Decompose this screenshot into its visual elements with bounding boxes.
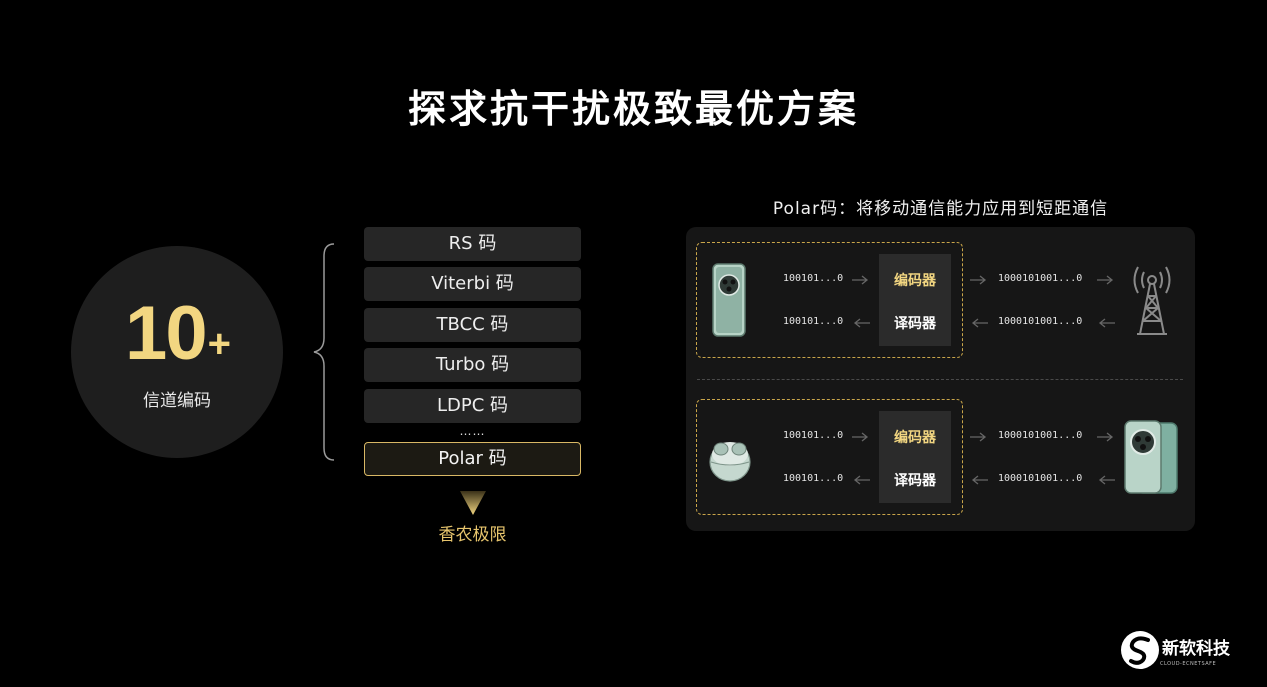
code-item-tbcc: TBCC 码 <box>364 308 581 342</box>
top-bits-right-2: 1000101001...0 <box>998 316 1083 327</box>
code-item-viterbi: Viterbi 码 <box>364 267 581 301</box>
circle-label: 信道编码 <box>143 391 211 411</box>
shannon-limit-label: 香农极限 <box>438 525 507 545</box>
earbuds-case-icon <box>709 442 751 482</box>
arrow-right-icon <box>970 432 987 442</box>
panel-title: Polar码：将移动通信能力应用到短距通信 <box>772 199 1109 219</box>
arrow-left-icon <box>1098 318 1115 328</box>
bottom-decoder-label: 译码器 <box>894 473 936 489</box>
arrow-left-icon <box>1098 475 1115 485</box>
arrow-left-icon <box>971 475 988 485</box>
arrow-right-icon <box>1097 275 1114 285</box>
code-item-ldpc: LDPC 码 <box>364 389 581 423</box>
cell-tower-icon <box>1133 266 1171 335</box>
bottom-encoder-label: 编码器 <box>894 430 936 446</box>
top-decoder-label: 译码器 <box>894 316 936 332</box>
down-triangle-icon <box>460 491 486 515</box>
code-item-turbo: Turbo 码 <box>364 348 581 382</box>
page-title: 探求抗干扰极致最优方案 <box>407 87 859 131</box>
count-number: 10+ <box>125 291 231 376</box>
code-item-polar: Polar 码 <box>364 442 581 476</box>
arrow-right-icon <box>1097 432 1114 442</box>
bottom-bits-left-2: 100101...0 <box>783 473 844 484</box>
arrow-left-icon <box>971 318 988 328</box>
channel-coding-circle: 10+ 信道编码 <box>71 246 283 458</box>
arrow-left-icon <box>853 475 870 485</box>
top-bits-left-2: 100101...0 <box>783 316 844 327</box>
phone-icon <box>1124 420 1178 494</box>
arrow-right-icon <box>852 275 869 285</box>
panel-divider <box>697 379 1183 380</box>
company-name: 新软科技 <box>1162 639 1230 659</box>
brace-icon <box>313 243 335 461</box>
bottom-device-group <box>696 399 963 515</box>
top-bits-left-1: 100101...0 <box>783 273 844 284</box>
phone-icon <box>712 263 746 337</box>
bottom-bits-right-2: 1000101001...0 <box>998 473 1083 484</box>
bottom-bits-left-1: 100101...0 <box>783 430 844 441</box>
top-bits-right-1: 1000101001...0 <box>998 273 1083 284</box>
company-logo-icon <box>1121 631 1159 669</box>
top-encoder-label: 编码器 <box>894 273 936 289</box>
bottom-bits-right-1: 1000101001...0 <box>998 430 1083 441</box>
arrow-left-icon <box>853 318 870 328</box>
bottom-coder-block: 编码器 译码器 <box>879 411 951 503</box>
top-device-group <box>696 242 963 358</box>
arrow-right-icon <box>970 275 987 285</box>
arrow-right-icon <box>852 432 869 442</box>
top-coder-block: 编码器 译码器 <box>879 254 951 346</box>
code-list-ellipsis: …… <box>459 424 486 438</box>
code-item-rs: RS 码 <box>364 227 581 261</box>
company-subtitle: CLOUD-ECNETSAFE <box>1160 661 1217 667</box>
